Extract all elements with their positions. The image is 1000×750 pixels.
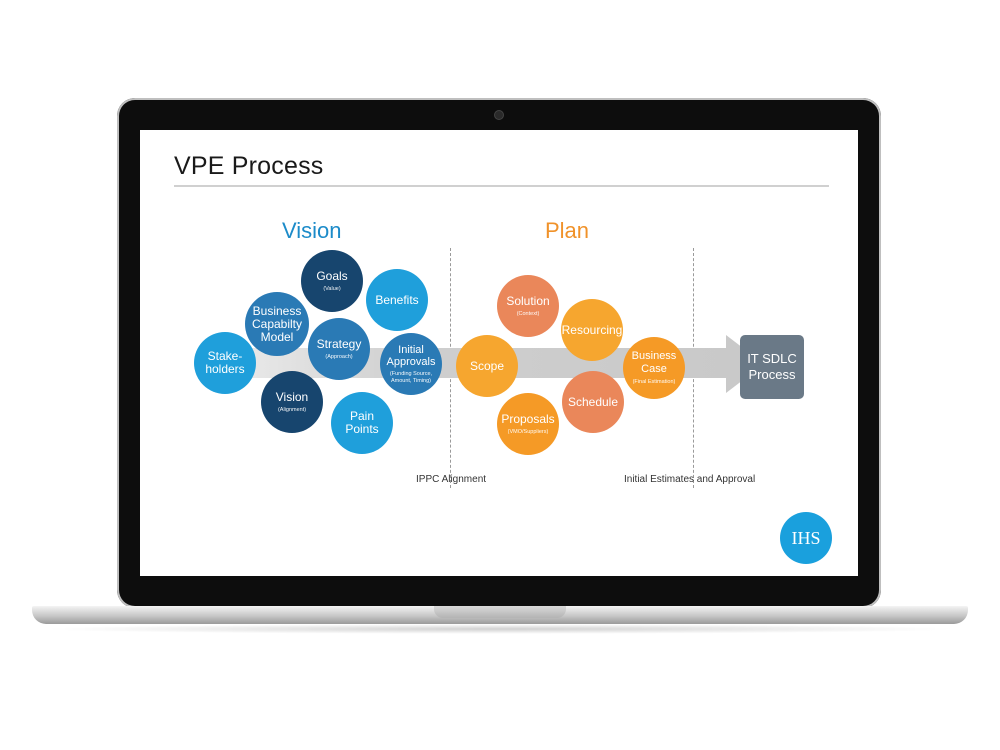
logo-text: IHS — [791, 527, 821, 548]
node-strategy: Strategy (Approach) — [308, 318, 370, 380]
node-sublabel: (Context) — [516, 310, 540, 317]
node-label: Scope — [469, 358, 505, 373]
slide: VPE Process Vision Plan Stake- holders B… — [140, 130, 858, 576]
node-pain-points: Pain Points — [331, 392, 393, 454]
node-label: Proposals — [501, 411, 555, 426]
node-sublabel: (VMO/Suppliers) — [507, 428, 549, 435]
plan-heading: Plan — [545, 218, 590, 243]
node-benefits: Benefits — [366, 269, 428, 331]
node-sublabel: (Funding Source, Amount, Timing) — [389, 370, 433, 384]
node-solution: Solution (Context) — [497, 275, 559, 337]
it-sdlc-process-box: IT SDLC Process — [740, 335, 804, 399]
node-label: Vision — [275, 389, 309, 404]
node-scope: Scope — [456, 335, 518, 397]
node-stakeholders: Stake- holders — [194, 332, 256, 394]
node-label: Goals — [316, 268, 348, 283]
node-label: Stake- holders — [205, 349, 245, 376]
box-label: IT SDLC Process — [747, 351, 797, 382]
node-label: Strategy — [316, 336, 362, 351]
node-sublabel: (Approach) — [325, 353, 353, 360]
node-vision: Vision (Alignment) — [261, 371, 323, 433]
node-sublabel: (Value) — [323, 285, 341, 292]
node-goals: Goals (Value) — [301, 250, 363, 312]
node-sublabel: (Alignment) — [277, 406, 307, 413]
node-label: Solution — [506, 293, 550, 308]
node-business-case: Business Case (Final Estimation) — [623, 337, 685, 399]
laptop-shadow — [40, 624, 960, 634]
estimates-caption: Initial Estimates and Approval — [624, 474, 756, 485]
laptop-notch — [434, 606, 566, 618]
node-label: Benefits — [375, 292, 419, 307]
ihs-logo: IHS — [780, 512, 832, 564]
ippc-alignment-caption: IPPC Alignment — [416, 474, 487, 485]
node-proposals: Proposals (VMO/Suppliers) — [497, 393, 559, 455]
title-rule — [174, 185, 829, 187]
node-label: Resourcing — [561, 322, 623, 337]
camera-icon — [495, 111, 503, 119]
node-sublabel: (Final Estimation) — [632, 379, 676, 385]
node-resourcing: Resourcing — [561, 299, 623, 361]
node-label: Initial Approvals — [386, 343, 436, 368]
node-label: Pain Points — [345, 409, 379, 436]
vision-heading: Vision — [282, 218, 342, 243]
node-business-capability: Business Capabilty Model — [245, 292, 309, 356]
node-label: Schedule — [567, 394, 619, 409]
node-schedule: Schedule — [562, 371, 624, 433]
node-initial-approvals: Initial Approvals (Funding Source, Amoun… — [380, 333, 442, 395]
slide-title: VPE Process — [174, 152, 324, 180]
node-label: Business Case — [631, 350, 677, 375]
node-label: Business Capabilty Model — [251, 303, 303, 344]
